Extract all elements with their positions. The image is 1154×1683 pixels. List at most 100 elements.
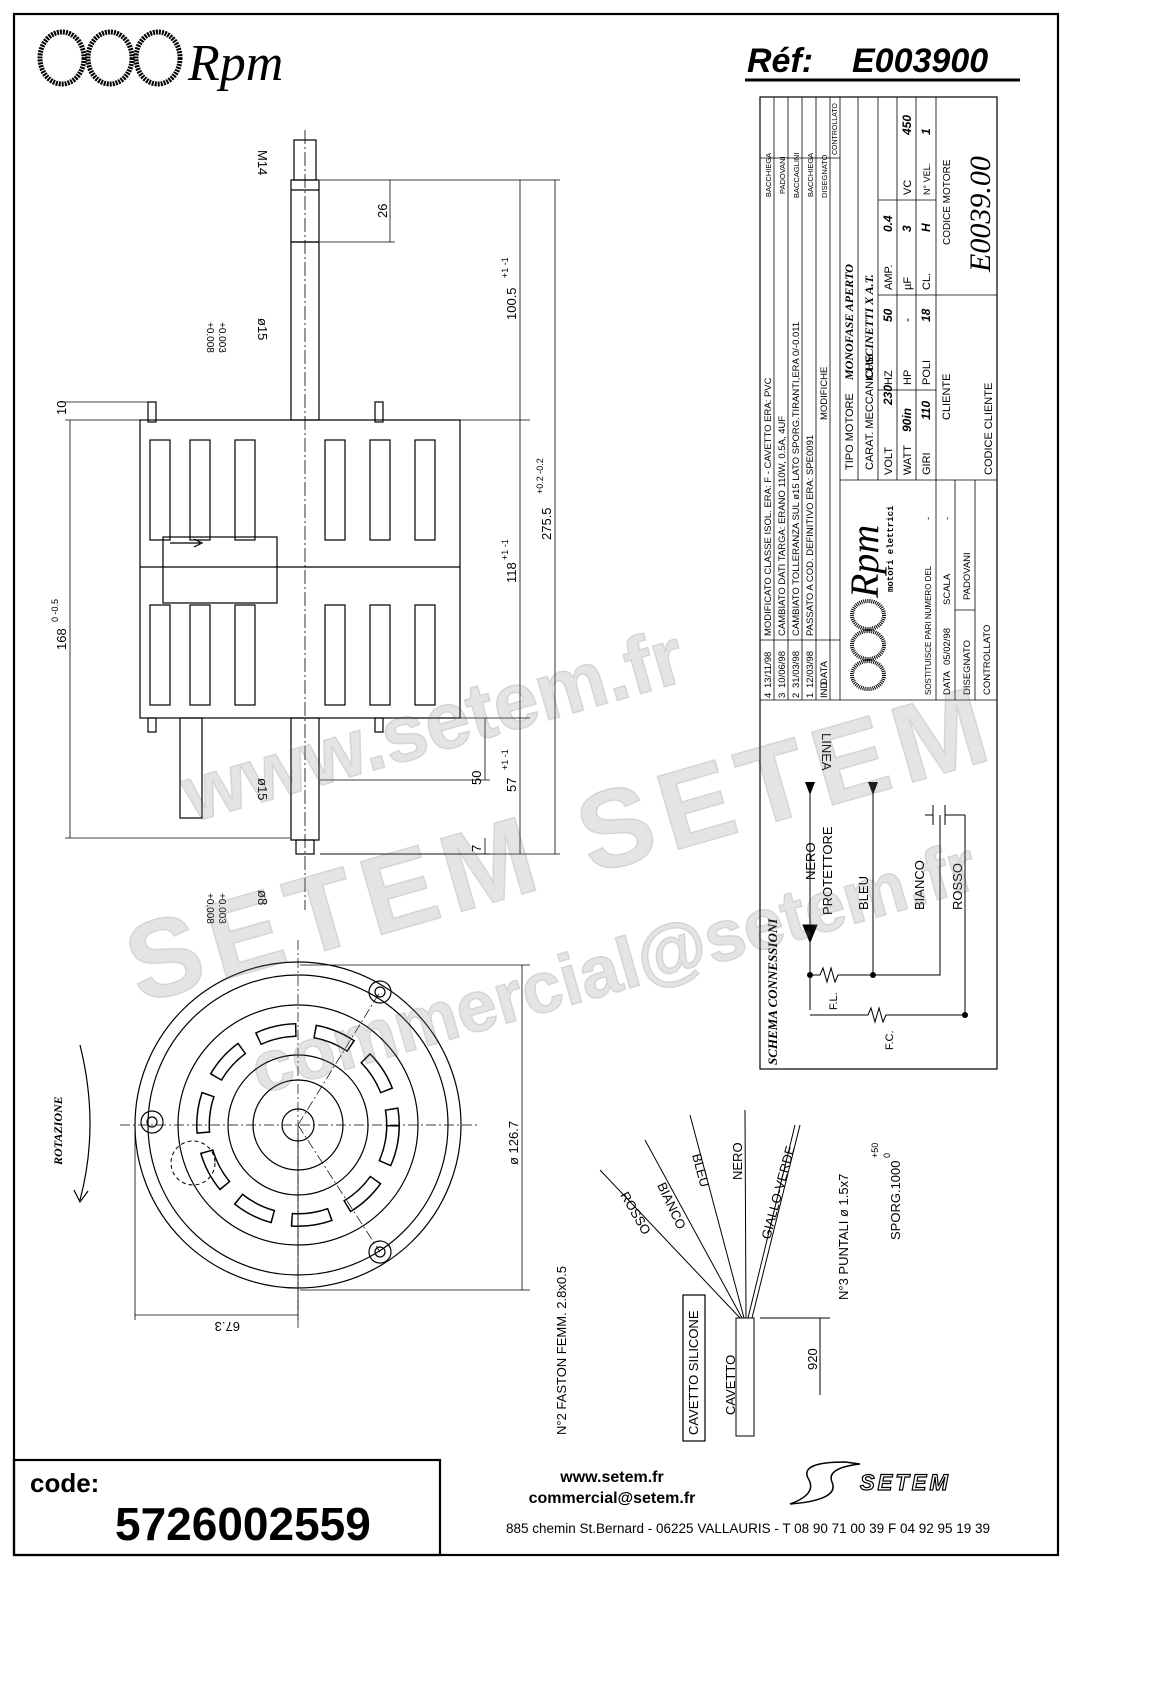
dimension-lines [60,179,560,855]
disegnato-label: DISEGNATO [962,640,973,695]
wire-bleu: BLEU [689,1152,712,1189]
vc-label: VC [902,180,914,195]
rotation-label: ROTAZIONE [51,1096,65,1166]
dim-shaft-dia-top: ø15 [255,318,270,340]
code-value: 5726002559 [115,1498,371,1550]
codice-cliente-label: CODICE CLIENTE [983,383,995,475]
carat-value: CUSCINETTI X A.T. [862,274,876,380]
dim-shaft-tol-hi: +0.008 [204,322,215,353]
schema-rosso: ROSSO [950,863,965,910]
dim-tip-len: 7 [469,845,484,852]
sporg-tol-hi: +50 [870,1143,880,1158]
disegnato-value: PADOVANI [962,552,973,600]
rev-3-desc: CAMBIATO DATI TARGA: ERANO 110W, 0.5A, 4… [777,416,788,636]
footer-website: www.setem.fr [559,1469,663,1486]
cliente-label: CLIENTE [941,374,953,420]
title-block-logo: Rpm motori elettrici [842,505,896,691]
drawing-frame [12,12,1060,1557]
hdr-disegnato: DISEGNATO [820,154,829,198]
dim-upper-len-tol: +1 -1 [500,257,510,278]
uf-value: 3 [900,225,914,232]
dim-body-len-tol: +1 -1 [500,539,510,560]
hdr-data: DATA [819,660,830,685]
dim-tip-tol-hi: +0.008 [204,893,215,924]
dim-lower-shaft-dia: ø15 [255,778,270,800]
coil-logo-icon [37,29,183,87]
dim-lower-len: 50 [469,771,484,785]
code-box [12,1458,442,1557]
codice-motore-label: CODICE MOTORE [942,159,953,245]
wire-nero: NERO [730,1142,745,1180]
rev-4-sign: BACCHIEGA [764,153,773,197]
title-block-logo-sub: motori elettrici [886,505,896,592]
giri-value: 110 [919,401,933,420]
setem-brand: SETEM [860,1470,951,1495]
rev-4-ind: 4 [763,693,774,698]
connection-schema: SCHEMA CONNESSIONI LINEA NERO PROTETTORE… [765,733,968,1065]
dim-thread: M14 [255,150,270,175]
dim-thread-len: 26 [375,204,390,218]
cavetto-label: CAVETTO [723,1355,738,1415]
rev-4-date: 13/11/98 [763,652,774,688]
rev-1-date: 12/03/98 [805,651,816,688]
vc-value: 450 [900,115,914,136]
nvel-value: 1 [919,128,933,135]
giri-label: GIRI [921,452,933,475]
cl-value: H [919,223,933,232]
footer: code: 5726002559 www.setem.fr commercial… [12,1458,990,1557]
dim-shaft-tol-lo: +0.003 [216,322,227,353]
footer-address: 885 chemin St.Bernard - 06225 VALLAURIS … [506,1521,990,1536]
sporg-tol-lo: 0 [882,1153,892,1158]
front-view: ø 126.7 67.3 ROTAZIONE [51,940,530,1334]
rev-3-sign: PADOVANI [778,156,787,194]
side-view: M14 26 ø15 +0.008 +0.003 100.5 +1 -1 275… [50,130,560,924]
volt-value: 230 [881,385,895,406]
rev-3-ind: 3 [777,693,788,698]
cable-drawing: ROSSO BIANCO BLEU NERO GIALLO-VERDE N°2 … [554,1109,903,1442]
watt-value: 90in [900,408,914,432]
hz-value: 50 [881,308,895,322]
dim-tip-dia: ø8 [255,890,270,905]
hp-value: - [900,318,914,322]
hp-label: HP [902,370,914,385]
faston-note: N°2 FASTON FEMM. 2.8x0.5 [554,1266,569,1435]
schema-bleu: BLEU [856,876,871,910]
scala-value: - [942,517,953,520]
scala-label: SCALA [942,573,953,605]
schema-title: SCHEMA CONNESSIONI [765,918,780,1065]
puntali-note: N°3 PUNTALI ø 1.5x7 [836,1174,851,1300]
cooling-fins [149,439,436,706]
hdr-modifiche: MODIFICHE [819,367,830,420]
dim-body-dia-tol: 0 -0.5 [50,599,60,622]
schema-nero: NERO [803,842,818,880]
dim-tip-tol-lo: +0.003 [216,893,227,924]
amp-label: AMP. [883,265,895,290]
title-block: 4 13/11/98 MODIFICATO CLASSE ISOL. ERA: … [759,96,998,1070]
wire-rosso: ROSSO [617,1189,653,1237]
setem-logo: SETEM [789,1461,951,1505]
cable-length: 920 [805,1348,820,1370]
schema-bianco: BIANCO [912,860,927,910]
data-value: 05/02/98 [942,628,953,665]
schema-protettore: PROTETTORE [820,826,835,915]
ref-label: Réf: [747,42,813,80]
rev-2-sign: BACCAGLINI [792,153,801,198]
dim-total-len-tol: +0.2 -0.2 [535,458,545,494]
dim-body-dia: 168 [54,628,69,650]
sostituisce-label: SOSTITUISCE PARI NUMERO DEL [924,565,933,695]
watermark: www.setem.fr SETEM SETEM commercial@sete… [112,610,1011,1111]
sostituisce-value: - [923,517,934,520]
wire-giallo-verde: GIALLO-VERDE [758,1144,797,1241]
rpm-logo: Rpm [37,29,283,92]
hz-label: HZ [883,370,895,385]
dim-body-len: 118 [504,562,519,583]
poli-value: 18 [919,308,933,322]
volt-label: VOLT [883,447,895,475]
ref-value: E003900 [852,42,988,80]
dim-stud: 10 [54,401,69,415]
hdr-ind: IND [819,682,830,699]
code-label: code: [30,1468,99,1498]
hdr-controllato: CONTROLLATO [832,103,839,155]
sporg-note: SPORG.1000 [888,1161,903,1241]
